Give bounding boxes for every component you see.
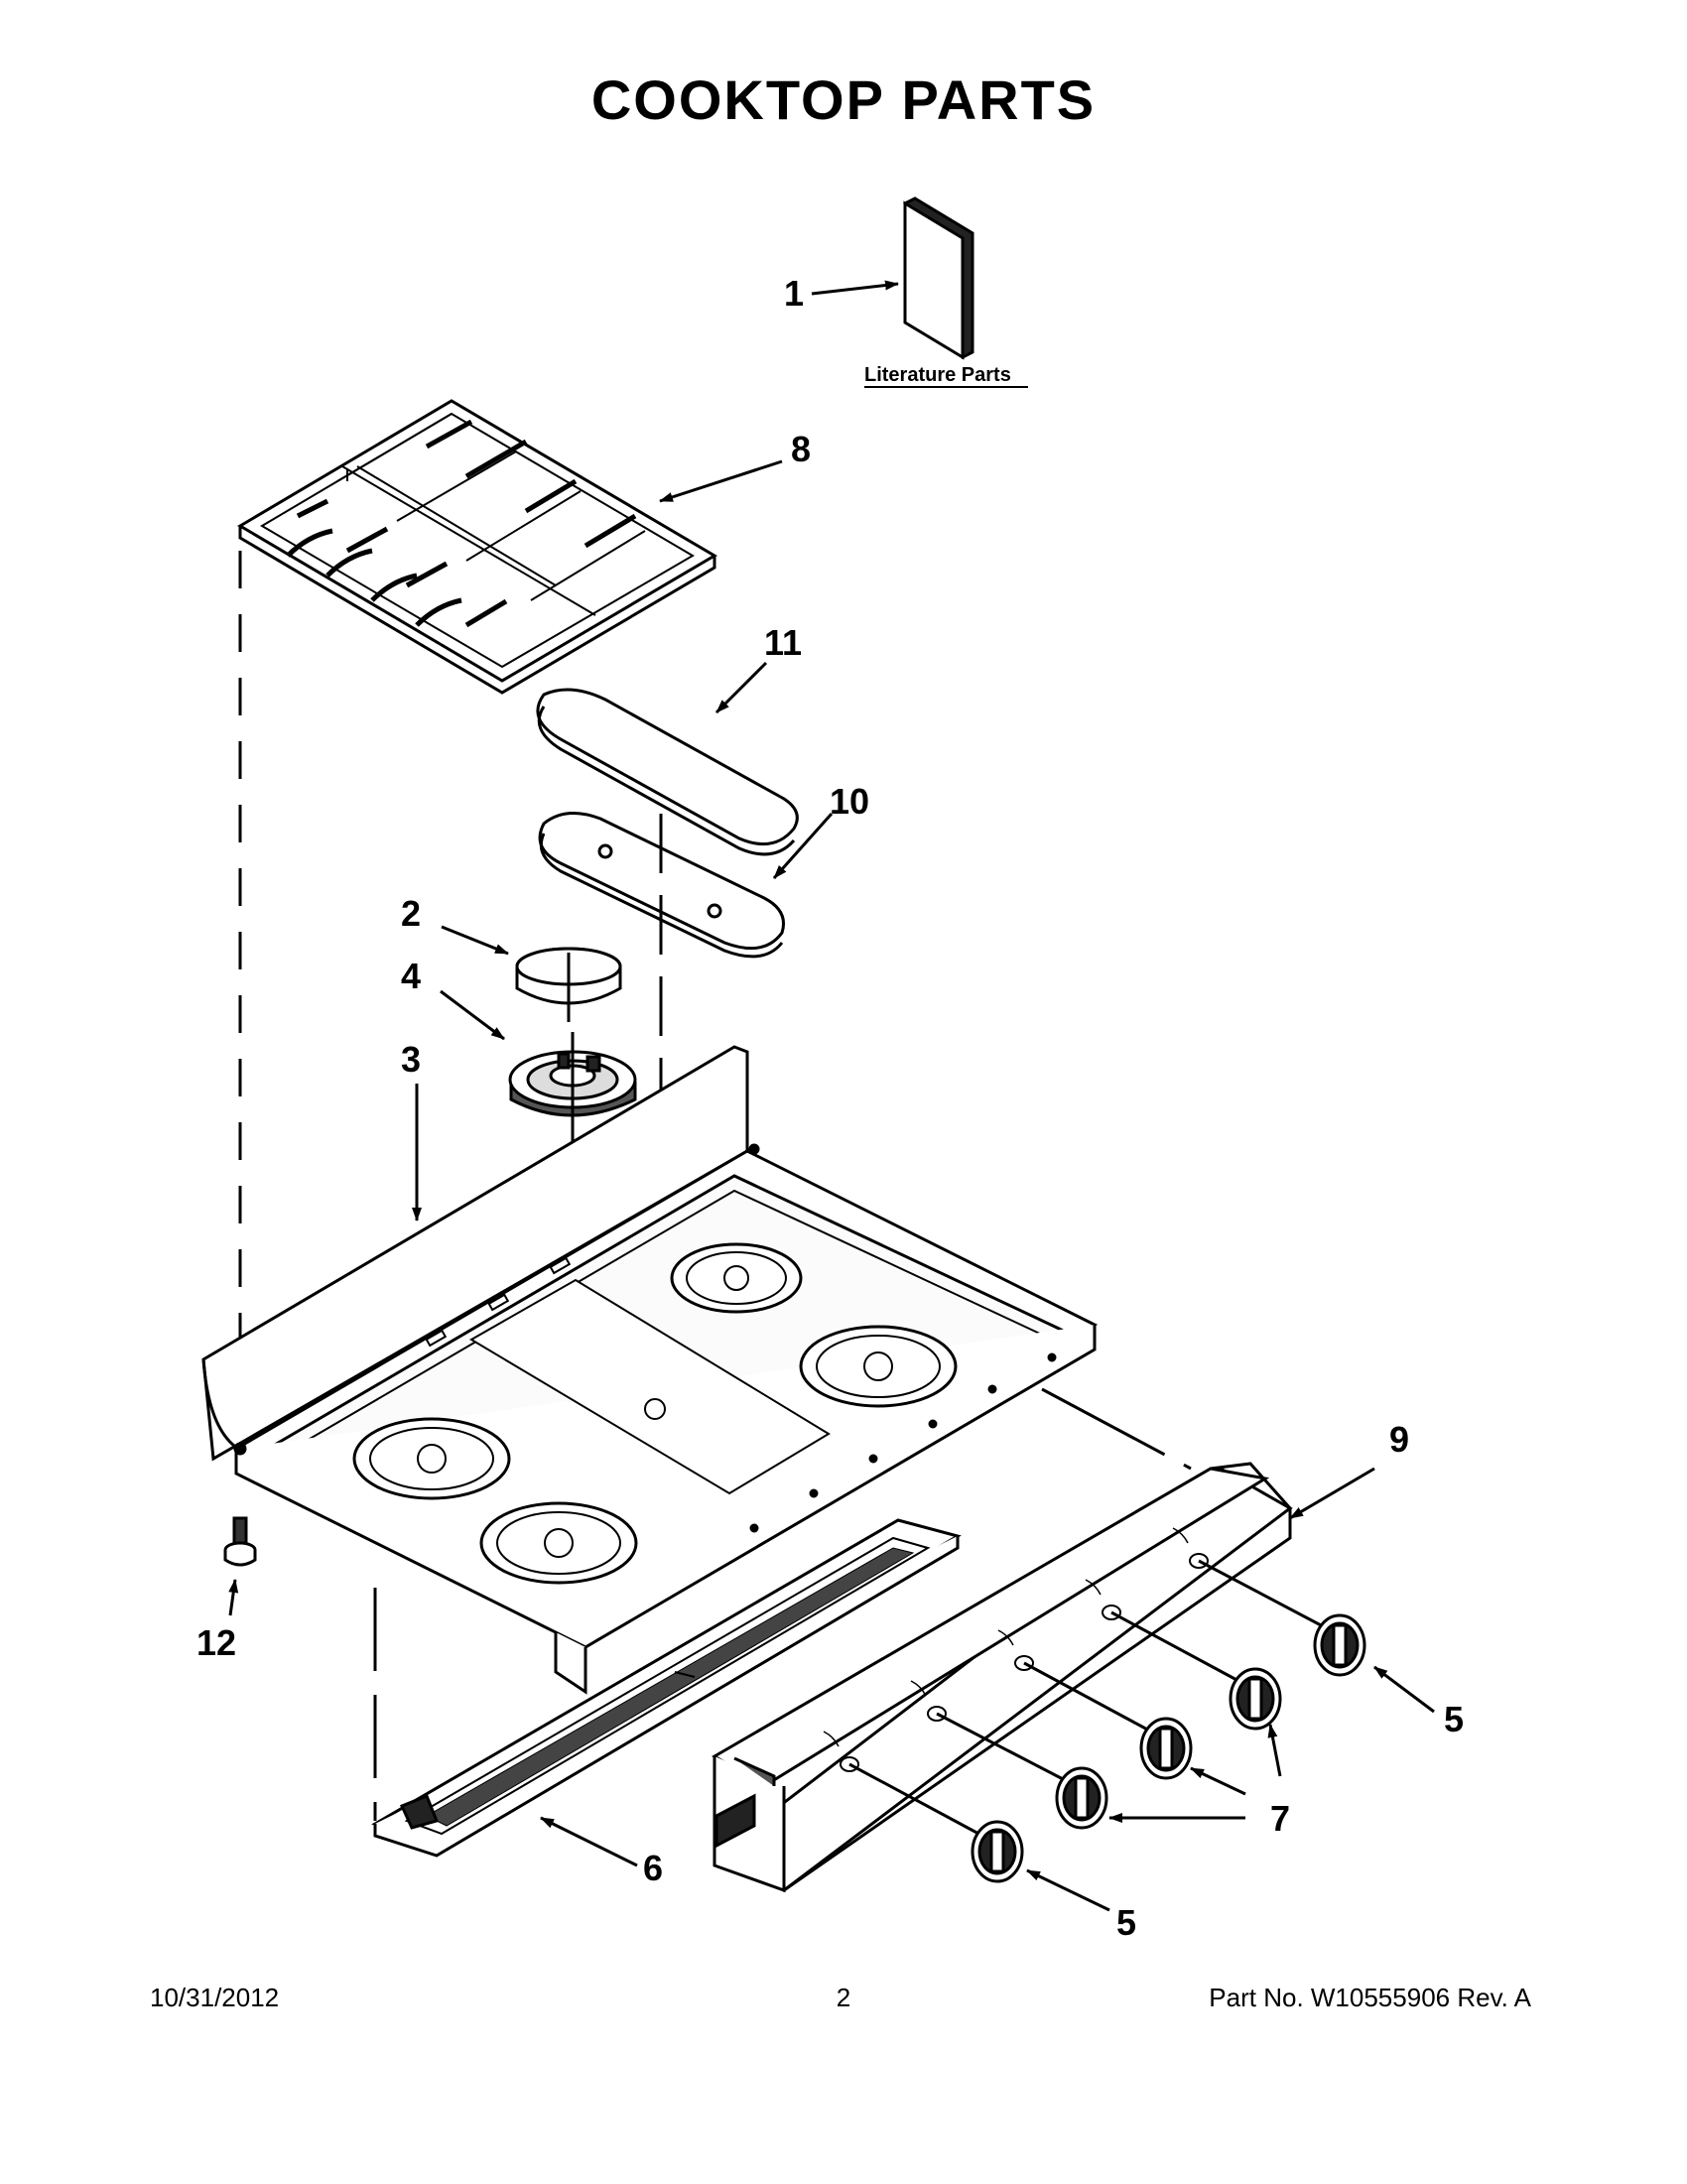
callout-5-right: 5: [1444, 1699, 1464, 1739]
footer-date: 10/31/2012: [150, 1983, 280, 2012]
callout-2-leader: [441, 925, 509, 956]
cooktop: [201, 1045, 1099, 1695]
callout-1: 1: [784, 273, 804, 314]
callout-7-leaders: [1108, 1724, 1282, 1823]
callout-10-leader: [772, 813, 834, 879]
callout-1-leader: [811, 280, 899, 296]
center-plate: [538, 812, 785, 959]
footer-page-number: 2: [836, 1983, 851, 2012]
callout-6: 6: [643, 1848, 663, 1888]
knob-4: [1229, 1667, 1282, 1731]
callout-7: 7: [1270, 1798, 1290, 1839]
callout-9-leader: [1289, 1467, 1375, 1520]
callout-9: 9: [1389, 1419, 1409, 1460]
callout-10: 10: [830, 781, 869, 822]
callout-12-leader: [228, 1579, 239, 1616]
manifold-panel: [712, 1462, 1293, 1893]
center-grate: [536, 688, 799, 856]
callout-3: 3: [401, 1039, 421, 1080]
callout-11: 11: [764, 622, 802, 663]
callout-12: 12: [196, 1622, 236, 1663]
knobs: [971, 1613, 1366, 1883]
literature-parts-label: Literature Parts: [864, 364, 1011, 386]
callout-8-leader: [659, 459, 783, 503]
callout-5-bottom: 5: [1116, 1902, 1136, 1943]
callout-4-leader: [440, 989, 505, 1041]
page-title: COOKTOP PARTS: [590, 68, 1097, 131]
literature-part: [903, 196, 974, 360]
callout-6-leader: [540, 1816, 638, 1867]
front-trim: [371, 1518, 962, 1858]
leveling-leg: [223, 1516, 257, 1567]
footer-part-number: Part No. W10555906 Rev. A: [1209, 1983, 1531, 2012]
callout-5b-leader: [1026, 1868, 1110, 1912]
callout-11-leader: [714, 661, 768, 714]
callout-4: 4: [401, 956, 421, 996]
callout-8: 8: [791, 429, 811, 469]
knob-2: [1055, 1766, 1108, 1830]
knob-3: [1139, 1717, 1193, 1780]
grate: [237, 399, 717, 695]
callout-5a-leader: [1373, 1665, 1435, 1714]
callout-2: 2: [401, 893, 421, 934]
knob-5: [1313, 1613, 1366, 1677]
knob-1: [971, 1820, 1024, 1883]
knob-alignment-lines: [848, 1559, 1326, 1838]
